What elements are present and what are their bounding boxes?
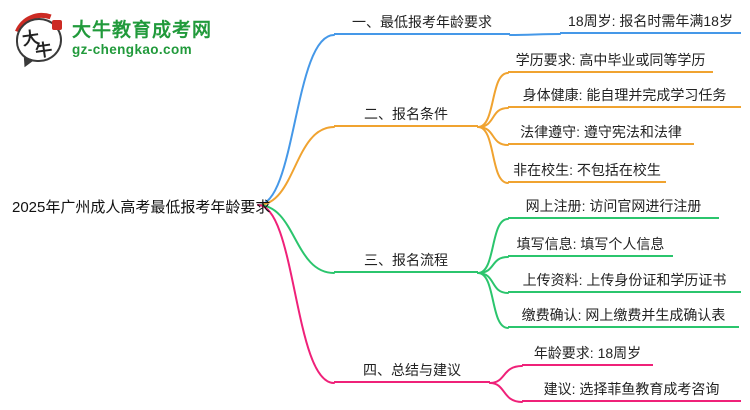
branch-2-child-4: 非在校生: 不包括在校生 [508,160,666,183]
branch-3-label: 三、报名流程 [334,250,478,273]
logo-char-bottom: 牛 [34,39,54,62]
curve-branch-3-to-child-4 [477,272,509,329]
logo-seal-icon [52,20,62,30]
site-logo: 大 牛 大牛教育成考网 gz-chengkao.com [4,3,212,77]
branch-4-child-2: 建议: 选择菲鱼教育成考咨询 [522,379,741,402]
curve-branch-3-to-child-2 [477,256,509,274]
logo-text-block: 大牛教育成考网 gz-chengkao.com [72,20,212,58]
branch-1-label: 一、最低报考年龄要求 [334,12,510,35]
curve-branch-4-to-child-1 [489,365,523,384]
branch-2-child-2: 身体健康: 能自理并完成学习任务 [508,85,741,108]
curve-branch-1-to-child-1 [509,33,561,36]
curve-branch-2-to-child-4 [477,126,509,184]
curve-branch-4-to-child-2 [489,382,523,403]
branch-2-child-1: 学历要求: 高中毕业或同等学历 [508,50,713,73]
branch-3-child-4: 缴费确认: 网上缴费并生成确认表 [508,305,739,328]
curve-branch-3-to-child-3 [477,272,509,294]
branch-2-label: 二、报名条件 [334,104,478,127]
curve-root-to-branch-2 [257,126,335,206]
site-name: 大牛教育成考网 [72,20,213,41]
branch-3-child-1: 网上注册: 访问官网进行注册 [508,196,719,219]
branch-1-child-1: 18周岁: 报名时需年满18岁 [560,11,741,34]
logo-bubble-tail [20,56,35,70]
branch-4-label: 四、总结与建议 [334,360,490,383]
curve-branch-3-to-child-1 [477,218,509,274]
curve-branch-2-to-child-1 [477,72,509,128]
branch-4-child-1: 年龄要求: 18周岁 [522,343,653,366]
curve-branch-2-to-child-2 [477,107,509,128]
logo-speech-bubble [16,18,62,62]
logo-bubble-icon: 大 牛 [4,3,78,77]
curve-root-to-branch-1 [257,34,335,206]
curve-root-to-branch-4 [257,204,335,384]
branch-2-child-3: 法律遵守: 遵守宪法和法律 [508,122,694,145]
branch-3-child-3: 上传资料: 上传身份证和学历证书 [508,270,741,293]
root-node: 2025年广州成人高考最低报考年龄要求 [12,199,271,216]
site-domain: gz-chengkao.com [72,42,193,57]
curve-branch-2-to-child-3 [477,126,509,146]
branch-3-child-2: 填写信息: 填写个人信息 [508,234,673,257]
